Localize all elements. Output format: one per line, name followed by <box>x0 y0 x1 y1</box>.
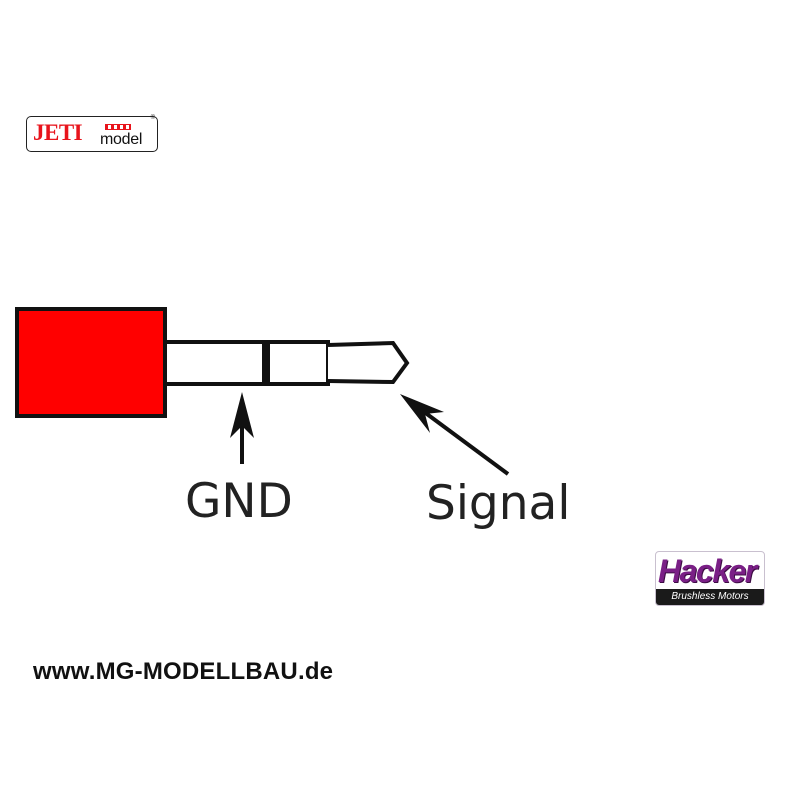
hacker-logo-sub: Brushless Motors <box>656 589 764 605</box>
gnd-arrow <box>230 392 254 464</box>
website-url: www.MG-MODELLBAU.de <box>33 658 334 685</box>
plug-tip <box>327 340 410 385</box>
hacker-logo-word: Hacker <box>658 553 757 589</box>
plug-ring <box>263 340 330 386</box>
plug-sleeve <box>163 340 267 386</box>
jeti-logo-registered-mark: ® <box>150 115 155 121</box>
signal-label: Signal <box>426 476 571 531</box>
jeti-logo-sub: model <box>100 131 143 148</box>
jeti-model-logo: JETI model ® <box>26 115 158 152</box>
plug-insulator-band <box>262 342 270 384</box>
jeti-logo-word: JETI <box>33 120 83 145</box>
signal-arrow <box>400 394 510 476</box>
jeti-logo-stripes <box>105 124 131 130</box>
hacker-logo: Hacker Brushless Motors <box>655 551 765 606</box>
plug-body <box>15 307 167 418</box>
gnd-label: GND <box>185 474 293 529</box>
